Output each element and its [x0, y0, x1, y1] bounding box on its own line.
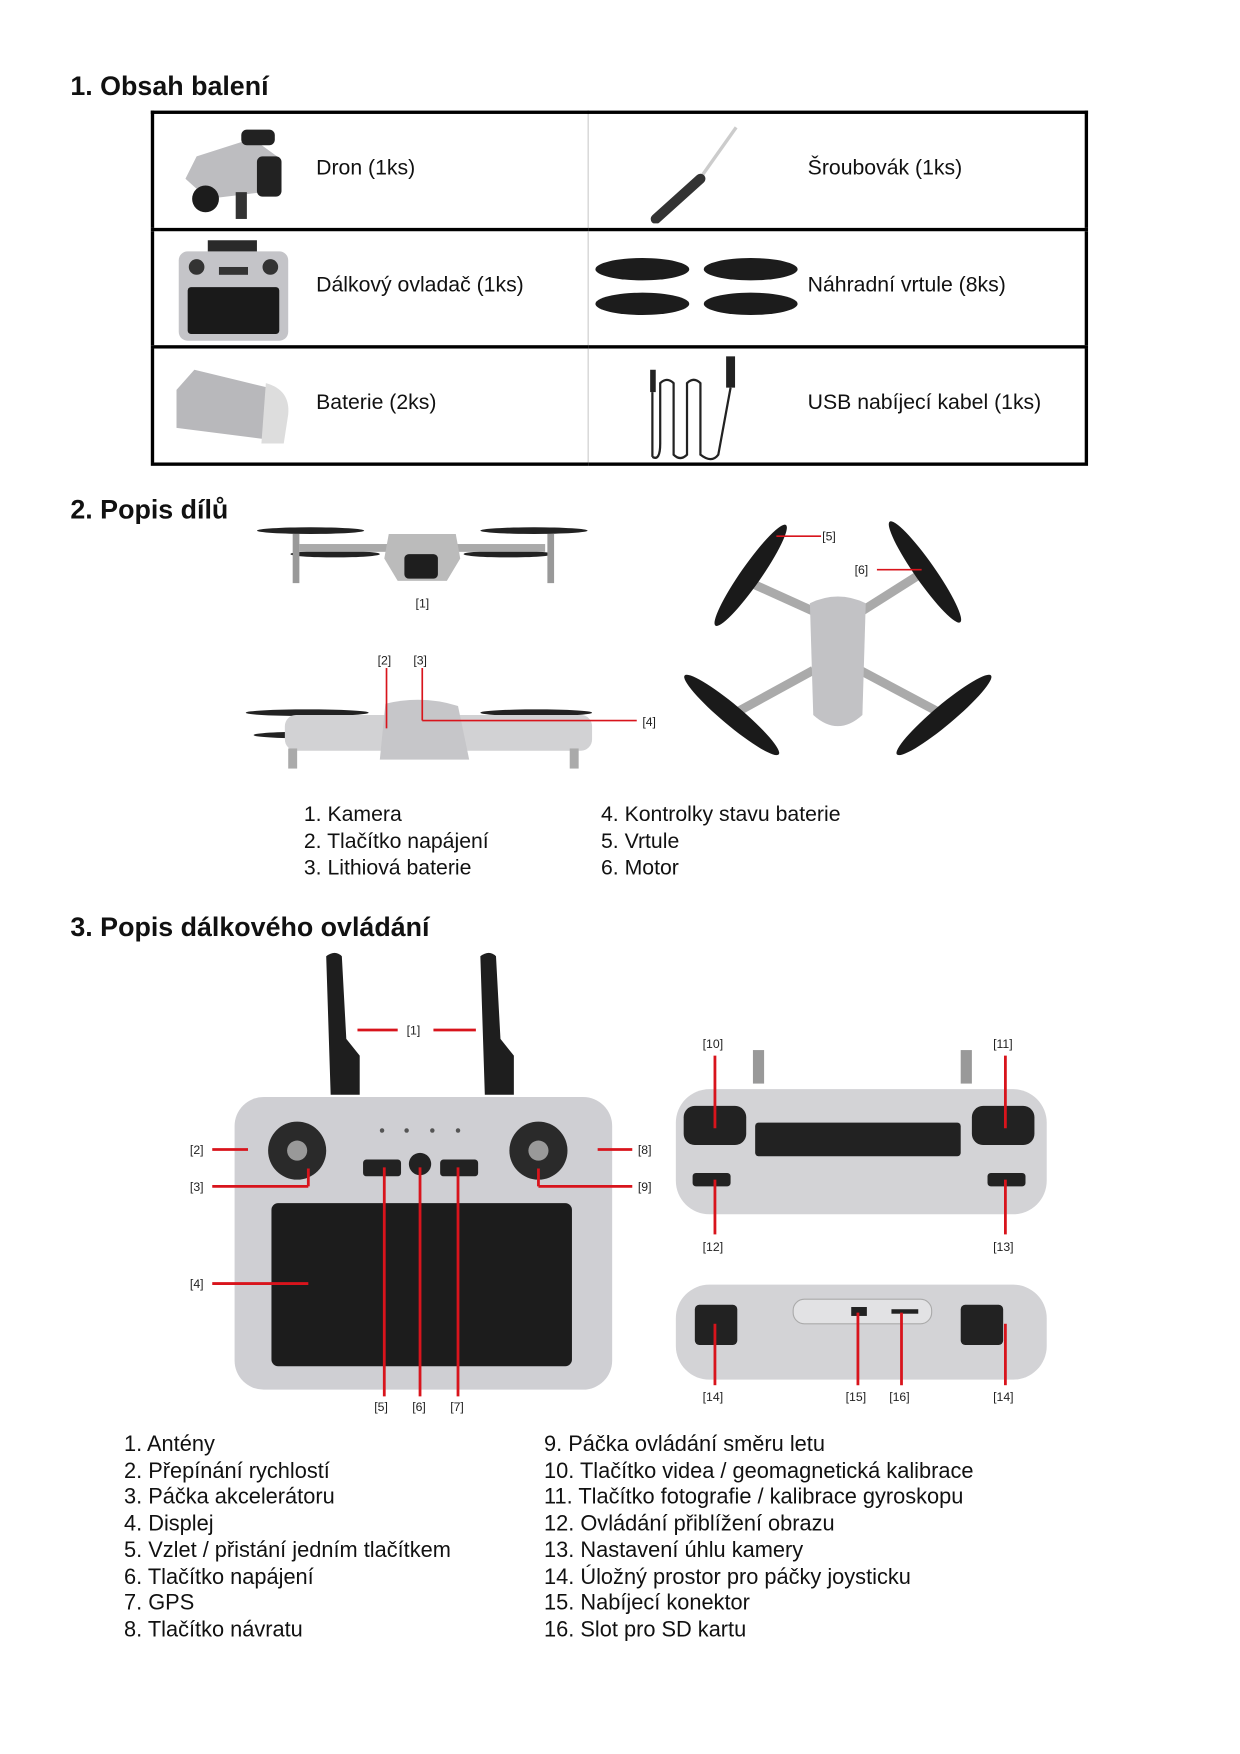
legend-item: 7. GPS [123, 1590, 195, 1616]
callout-label: [2] [190, 1143, 204, 1157]
legend-item: 2. Tlačítko napájení [303, 830, 489, 854]
remote-controller-image [178, 240, 289, 341]
remote-top-view [675, 1050, 1047, 1215]
package-item-label: Náhradní vrtule (8ks) [807, 273, 1006, 298]
legend-item: 16. Slot pro SD kartu [544, 1617, 747, 1643]
legend-item: 8. Tlačítko návratu [123, 1617, 303, 1643]
drone-side-view [245, 699, 593, 769]
section-title-remote: 3. Popis dálkového ovládání [70, 912, 430, 943]
legend-item: 6. Tlačítko napájení [123, 1564, 314, 1590]
parts-legend-left: 1. Kamera 2. Tlačítko napájení 3. Lithio… [304, 802, 489, 882]
callout-label: [6] [412, 1400, 426, 1414]
callout-label: [9] [638, 1180, 652, 1194]
battery-image [176, 369, 289, 444]
callout-label: [15] [846, 1390, 866, 1404]
legend-item: 5. Vrtule [600, 830, 680, 854]
package-item-label: Dron (1ks) [316, 156, 416, 180]
package-item-label: Šroubovák (1ks) [807, 156, 963, 180]
callout-label: [5] [822, 530, 836, 544]
package-item-label: Baterie (2ks) [316, 390, 437, 415]
section-title-parts: 2. Popis dílů [70, 494, 229, 526]
legend-item: 3. Páčka akcelerátoru [123, 1485, 335, 1510]
package-item-label: USB nabíjecí kabel (1ks) [807, 390, 1042, 415]
parts-callout-lines [385, 535, 922, 729]
package-item-label: Dálkový ovladač (1ks) [316, 273, 524, 298]
callout-label: [5] [374, 1400, 388, 1414]
callout-label: [8] [638, 1143, 652, 1157]
legend-item: 1. Antény [123, 1432, 215, 1457]
legend-item: 11. Tlačítko fotografie / kalibrace gyro… [544, 1485, 964, 1510]
legend-item: 1. Kamera [303, 803, 402, 827]
callout-label: [6] [855, 563, 869, 577]
package-item-screwdriver: Šroubovák (1ks) [588, 112, 1087, 232]
legend-item: 3. Lithiová baterie [303, 856, 472, 881]
callout-label: [2] [378, 654, 392, 668]
legend-item: 13. Nastavení úhlu kamery [544, 1538, 804, 1563]
callout-label: [4] [190, 1277, 204, 1291]
legend-item: 15. Nabíjecí konektor [544, 1590, 750, 1616]
remote-legend-left: 1. Antény 2. Přepínání rychlostí 3. Páčk… [124, 1432, 451, 1644]
callout-label: [1] [416, 597, 430, 611]
callout-label: [14] [993, 1390, 1013, 1404]
callout-label: [7] [450, 1400, 464, 1414]
callout-label: [1] [407, 1023, 421, 1037]
legend-item: 2. Přepínání rychlostí [123, 1458, 330, 1484]
legend-item: 5. Vzlet / přistání jedním tlačítkem [123, 1538, 451, 1563]
remote-bottom-view [675, 1284, 1047, 1380]
propellers-image [595, 258, 798, 316]
legend-item: 6. Motor [600, 856, 679, 881]
drone-front-view [256, 527, 588, 584]
package-item-usb-cable: USB nabíjecí kabel (1ks) [588, 346, 1087, 466]
package-item-propellers: Náhradní vrtule (8ks) [588, 229, 1087, 349]
callout-label: [14] [703, 1390, 723, 1404]
legend-item: 4. Kontrolky stavu baterie [600, 803, 841, 827]
callout-label: [16] [889, 1390, 909, 1404]
callout-label: [10] [703, 1037, 723, 1051]
section-title-package: 1. Obsah balení [70, 71, 269, 102]
parts-legend-right: 4. Kontrolky stavu baterie 5. Vrtule 6. … [601, 802, 840, 882]
legend-item: 10. Tlačítko videa / geomagnetická kalib… [544, 1458, 974, 1484]
legend-item: 9. Páčka ovládání směru letu [544, 1432, 825, 1457]
package-item-battery: Baterie (2ks) [152, 346, 589, 466]
legend-item: 12. Ovládání přiblížení obrazu [544, 1511, 835, 1537]
screwdriver-image [650, 126, 738, 224]
remote-legend-right: 9. Páčka ovládání směru letu 10. Tlačítk… [544, 1432, 973, 1644]
legend-item: 14. Úložný prostor pro páčky joysticku [544, 1564, 911, 1590]
drone-top-view [684, 521, 992, 756]
package-item-drone: Dron (1ks) [152, 112, 589, 232]
callout-label: [4] [642, 715, 656, 729]
package-item-remote: Dálkový ovladač (1ks) [152, 229, 589, 349]
callout-label: [3] [413, 654, 427, 668]
callout-label: [12] [703, 1240, 723, 1254]
drone-folded-image [185, 129, 282, 219]
callout-label: [13] [993, 1240, 1013, 1254]
package-contents-table: Dron (1ks) Šroubovák (1ks) Dálkov [150, 110, 1089, 466]
legend-item: 4. Displej [123, 1511, 214, 1537]
callout-label: [3] [190, 1180, 204, 1194]
usb-cable-image [650, 356, 736, 461]
remote-front-view [234, 952, 613, 1390]
callout-label: [11] [993, 1037, 1013, 1051]
remote-callout-lines [212, 1028, 1007, 1397]
